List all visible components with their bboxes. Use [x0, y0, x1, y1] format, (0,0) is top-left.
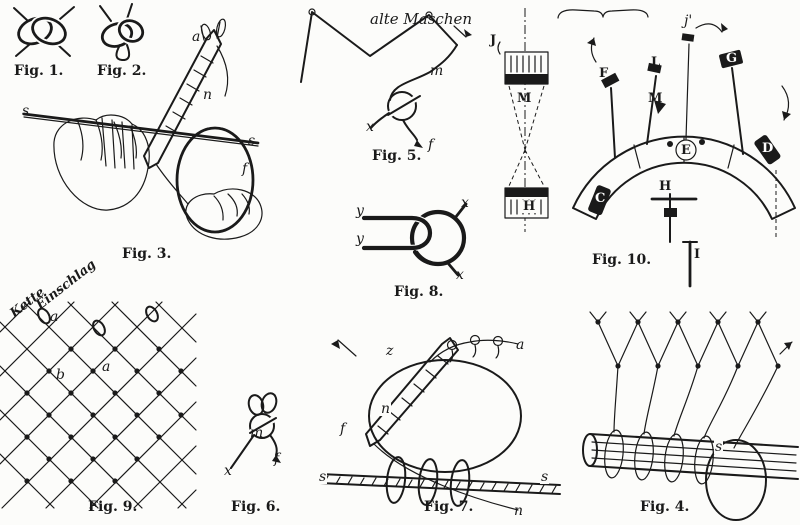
fig7-label-s-right: s	[540, 469, 550, 485]
fig4-label-s: s	[714, 439, 724, 455]
fig3-label-f: f	[242, 161, 248, 177]
fig1-caption: Fig. 1.	[14, 63, 64, 79]
fig8-caption: Fig. 8.	[394, 284, 444, 300]
fig10-label-i: I	[694, 247, 701, 262]
alte-maschen-label: alte Maschen	[370, 10, 473, 28]
fig10-label-m-detail: M	[517, 91, 532, 106]
fig9-caption: Fig. 9.	[88, 499, 138, 515]
fig3-label-s-left: s	[22, 103, 30, 119]
fig8-drawing	[360, 202, 468, 277]
fig9-label-a-left: a	[50, 309, 59, 325]
fig6-drawing	[230, 392, 281, 469]
fig9-label-a-right: a	[102, 359, 111, 375]
fig7-label-n-upper: n	[380, 401, 392, 417]
fig3-label-n: n	[203, 87, 213, 103]
fig5-label-x: x	[366, 119, 374, 135]
fig10-label-j-detail: J	[490, 33, 497, 48]
fig10-label-c: C	[595, 191, 606, 206]
fig2-drawing	[99, 3, 146, 62]
fig10-label-f: F	[599, 66, 609, 81]
fig7-drawing	[319, 334, 561, 511]
fig7-label-n-lower: n	[514, 503, 524, 519]
fig7-label-z: z	[386, 343, 394, 359]
fig7-caption: Fig. 7.	[424, 499, 474, 515]
fig5-caption: Fig. 5.	[372, 148, 422, 164]
fig3-drawing	[22, 18, 263, 240]
fig6-label-f: f	[274, 451, 280, 467]
fig6-label-x: x	[224, 463, 232, 479]
fig10-drawing	[497, 8, 796, 288]
fig10-label-h: H	[659, 179, 672, 194]
fig8-label-y-top: y	[356, 203, 364, 219]
fig8-label-x-bottom: x	[456, 267, 464, 283]
fig8-label-y-bottom: y	[356, 231, 364, 247]
fig10-caption: Fig. 10.	[592, 252, 652, 268]
fig3-label-a: a	[192, 29, 201, 45]
fig2-caption: Fig. 2.	[97, 63, 147, 79]
fig6-label-m: m	[250, 425, 264, 441]
fig10-label-e: E	[681, 143, 691, 158]
fig4-drawing	[582, 311, 799, 521]
fig3-caption: Fig. 3.	[122, 246, 172, 262]
fig10-label-d: D	[762, 141, 774, 156]
fig10-label-j-prime: j'	[684, 13, 693, 29]
fig9-label-b: b	[56, 367, 65, 383]
fig5-drawing	[300, 8, 472, 148]
fig9-drawing	[0, 301, 197, 509]
fig10-label-m: M	[648, 91, 663, 106]
fig10-label-l: L	[651, 55, 661, 70]
fig10-label-g: G	[726, 51, 738, 66]
fig7-label-a: a	[516, 337, 525, 353]
fig5-label-f: f	[428, 137, 434, 153]
fig7-label-f: f	[340, 421, 346, 437]
fig10-label-h-detail: H	[522, 199, 537, 214]
fig4-caption: Fig. 4.	[640, 499, 690, 515]
fig6-caption: Fig. 6.	[231, 499, 281, 515]
fig8-label-x-top: x	[461, 195, 469, 211]
fig5-label-m: m	[430, 63, 444, 79]
fig1-drawing	[13, 6, 75, 57]
fig7-label-s-left: s	[318, 469, 328, 485]
fig3-label-s-right: s	[248, 133, 256, 149]
